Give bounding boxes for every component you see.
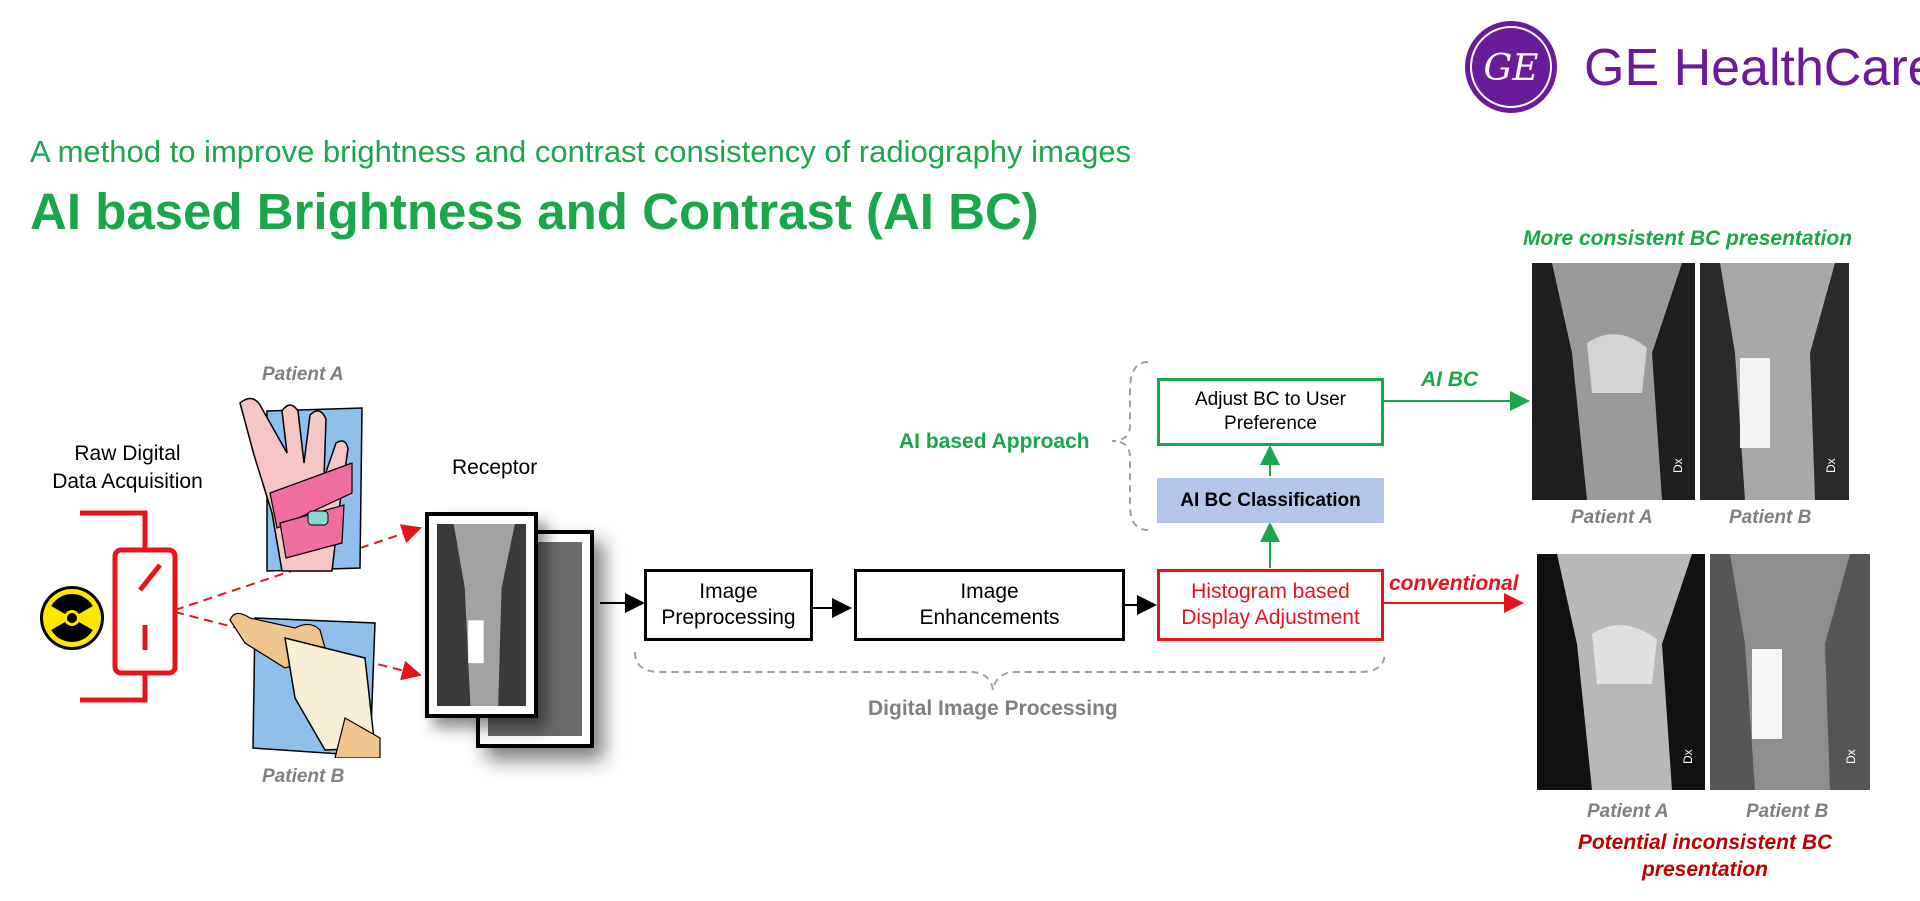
- page-title: AI based Brightness and Contrast (AI BC): [30, 183, 1039, 240]
- enhancements-line2: Enhancements: [919, 606, 1060, 629]
- ai-bc-arrow-label: AI BC: [1421, 368, 1479, 391]
- preprocessing-line1: Image: [699, 580, 758, 603]
- bottom-patient-b-label: Patient B: [1746, 801, 1829, 822]
- inconsistent-caption-line1: Potential inconsistent BC: [1577, 831, 1833, 854]
- digital-processing-brace: [634, 651, 1386, 691]
- conventional-arrow-label: conventional: [1389, 572, 1519, 595]
- acquisition-line1: Raw Digital: [74, 442, 181, 465]
- ai-bc-classification-box: AI BC Classification: [1157, 478, 1384, 523]
- xray-marker: Dx: [1681, 749, 1695, 764]
- xray-marker: Dx: [1844, 749, 1858, 764]
- histogram-line1: Histogram based: [1191, 580, 1350, 603]
- adjust-line1: Adjust BC to User: [1195, 389, 1346, 410]
- ge-monogram-icon: GE: [1465, 21, 1557, 113]
- xray-bottom-patient-b: Dx: [1710, 554, 1870, 790]
- top-patient-b-label: Patient B: [1729, 507, 1812, 528]
- ai-approach-brace: [1111, 361, 1149, 531]
- bottom-patient-a-label: Patient A: [1587, 801, 1669, 822]
- patient-a-hand-illustration: [232, 393, 367, 573]
- top-patient-a-label: Patient A: [1571, 507, 1653, 528]
- xray-top-patient-b: Dx: [1700, 263, 1849, 500]
- logo-monogram: GE: [1483, 48, 1538, 89]
- patient-b-label: Patient B: [262, 766, 345, 787]
- histogram-line2: Display Adjustment: [1181, 606, 1360, 629]
- detector-symbol: [80, 510, 178, 703]
- page-subtitle: A method to improve brightness and contr…: [30, 134, 1132, 169]
- patient-a-label: Patient A: [262, 364, 344, 385]
- ge-logo: GE: [1462, 18, 1560, 116]
- logo-text: GE HealthCare: [1584, 39, 1920, 97]
- digital-processing-label: Digital Image Processing: [868, 697, 1118, 720]
- acquisition-label: Raw Digital Data Acquisition: [45, 440, 210, 496]
- adjust-line2: Preference: [1224, 413, 1317, 434]
- patient-b-hand-illustration: [225, 598, 385, 759]
- acquisition-line2: Data Acquisition: [52, 470, 203, 493]
- receptor-label: Receptor: [452, 456, 538, 479]
- xray-marker: Dx: [1824, 458, 1838, 473]
- inconsistent-caption: Potential inconsistent BC presentation: [1560, 829, 1850, 883]
- ai-approach-label: AI based Approach: [899, 430, 1090, 453]
- preprocessing-line2: Preprocessing: [661, 606, 796, 629]
- xray-marker: Dx: [1671, 458, 1685, 473]
- radiation-icon: [38, 584, 106, 652]
- consistent-caption: More consistent BC presentation: [1523, 227, 1853, 250]
- receptor-front-plate: [425, 512, 538, 718]
- enhancements-line1: Image: [960, 580, 1019, 603]
- inconsistent-caption-line2: presentation: [1641, 858, 1769, 881]
- ray-to-patient-a: [174, 524, 422, 611]
- xray-top-patient-a: Dx: [1532, 263, 1695, 500]
- classification-label: AI BC Classification: [1180, 489, 1361, 511]
- xray-bottom-patient-a: Dx: [1537, 554, 1705, 790]
